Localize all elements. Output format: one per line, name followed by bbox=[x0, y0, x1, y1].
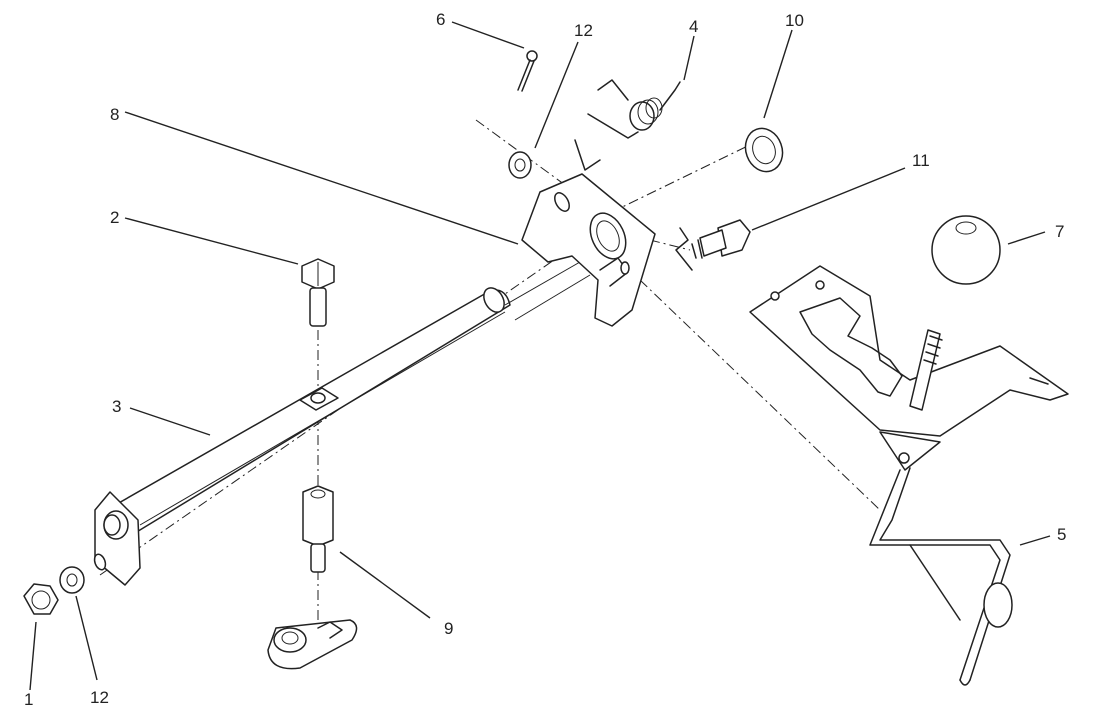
flat-washer-upper bbox=[508, 151, 532, 179]
callout-6: 6 bbox=[436, 10, 445, 29]
shift-knob bbox=[909, 215, 1001, 411]
hex-nut bbox=[23, 583, 59, 615]
callout-12-washer: 12 bbox=[90, 688, 109, 707]
callout-5: 5 bbox=[1057, 525, 1066, 544]
large-washer bbox=[744, 127, 784, 173]
torsion-spring bbox=[574, 79, 681, 171]
callout-8: 8 bbox=[110, 105, 119, 124]
cotter-pin bbox=[517, 50, 538, 92]
center-lines bbox=[99, 119, 881, 630]
callout-4: 4 bbox=[689, 17, 698, 36]
flat-washer-left bbox=[59, 566, 85, 594]
callout-11: 11 bbox=[912, 151, 930, 170]
callout-3: 3 bbox=[112, 397, 121, 416]
pivot-bracket bbox=[521, 173, 656, 327]
leader-lines bbox=[29, 21, 1051, 691]
callout-1: 1 bbox=[24, 690, 33, 709]
callout-12-upper: 12 bbox=[574, 21, 593, 40]
callout-10: 10 bbox=[785, 11, 804, 30]
hex-bolt bbox=[301, 258, 335, 327]
hex-standoff bbox=[302, 485, 334, 573]
callout-7: 7 bbox=[1055, 222, 1064, 241]
callout-labels: 1 12 2 3 8 6 12 4 10 11 7 5 9 bbox=[24, 10, 1066, 709]
callout-2: 2 bbox=[110, 208, 119, 227]
shift-shaft bbox=[93, 261, 591, 586]
shift-lever-rod bbox=[869, 467, 1013, 686]
shoulder-bolt bbox=[675, 219, 751, 271]
slotted-link bbox=[267, 619, 358, 670]
callout-9: 9 bbox=[444, 619, 453, 638]
shift-gate-plate bbox=[749, 265, 1069, 471]
